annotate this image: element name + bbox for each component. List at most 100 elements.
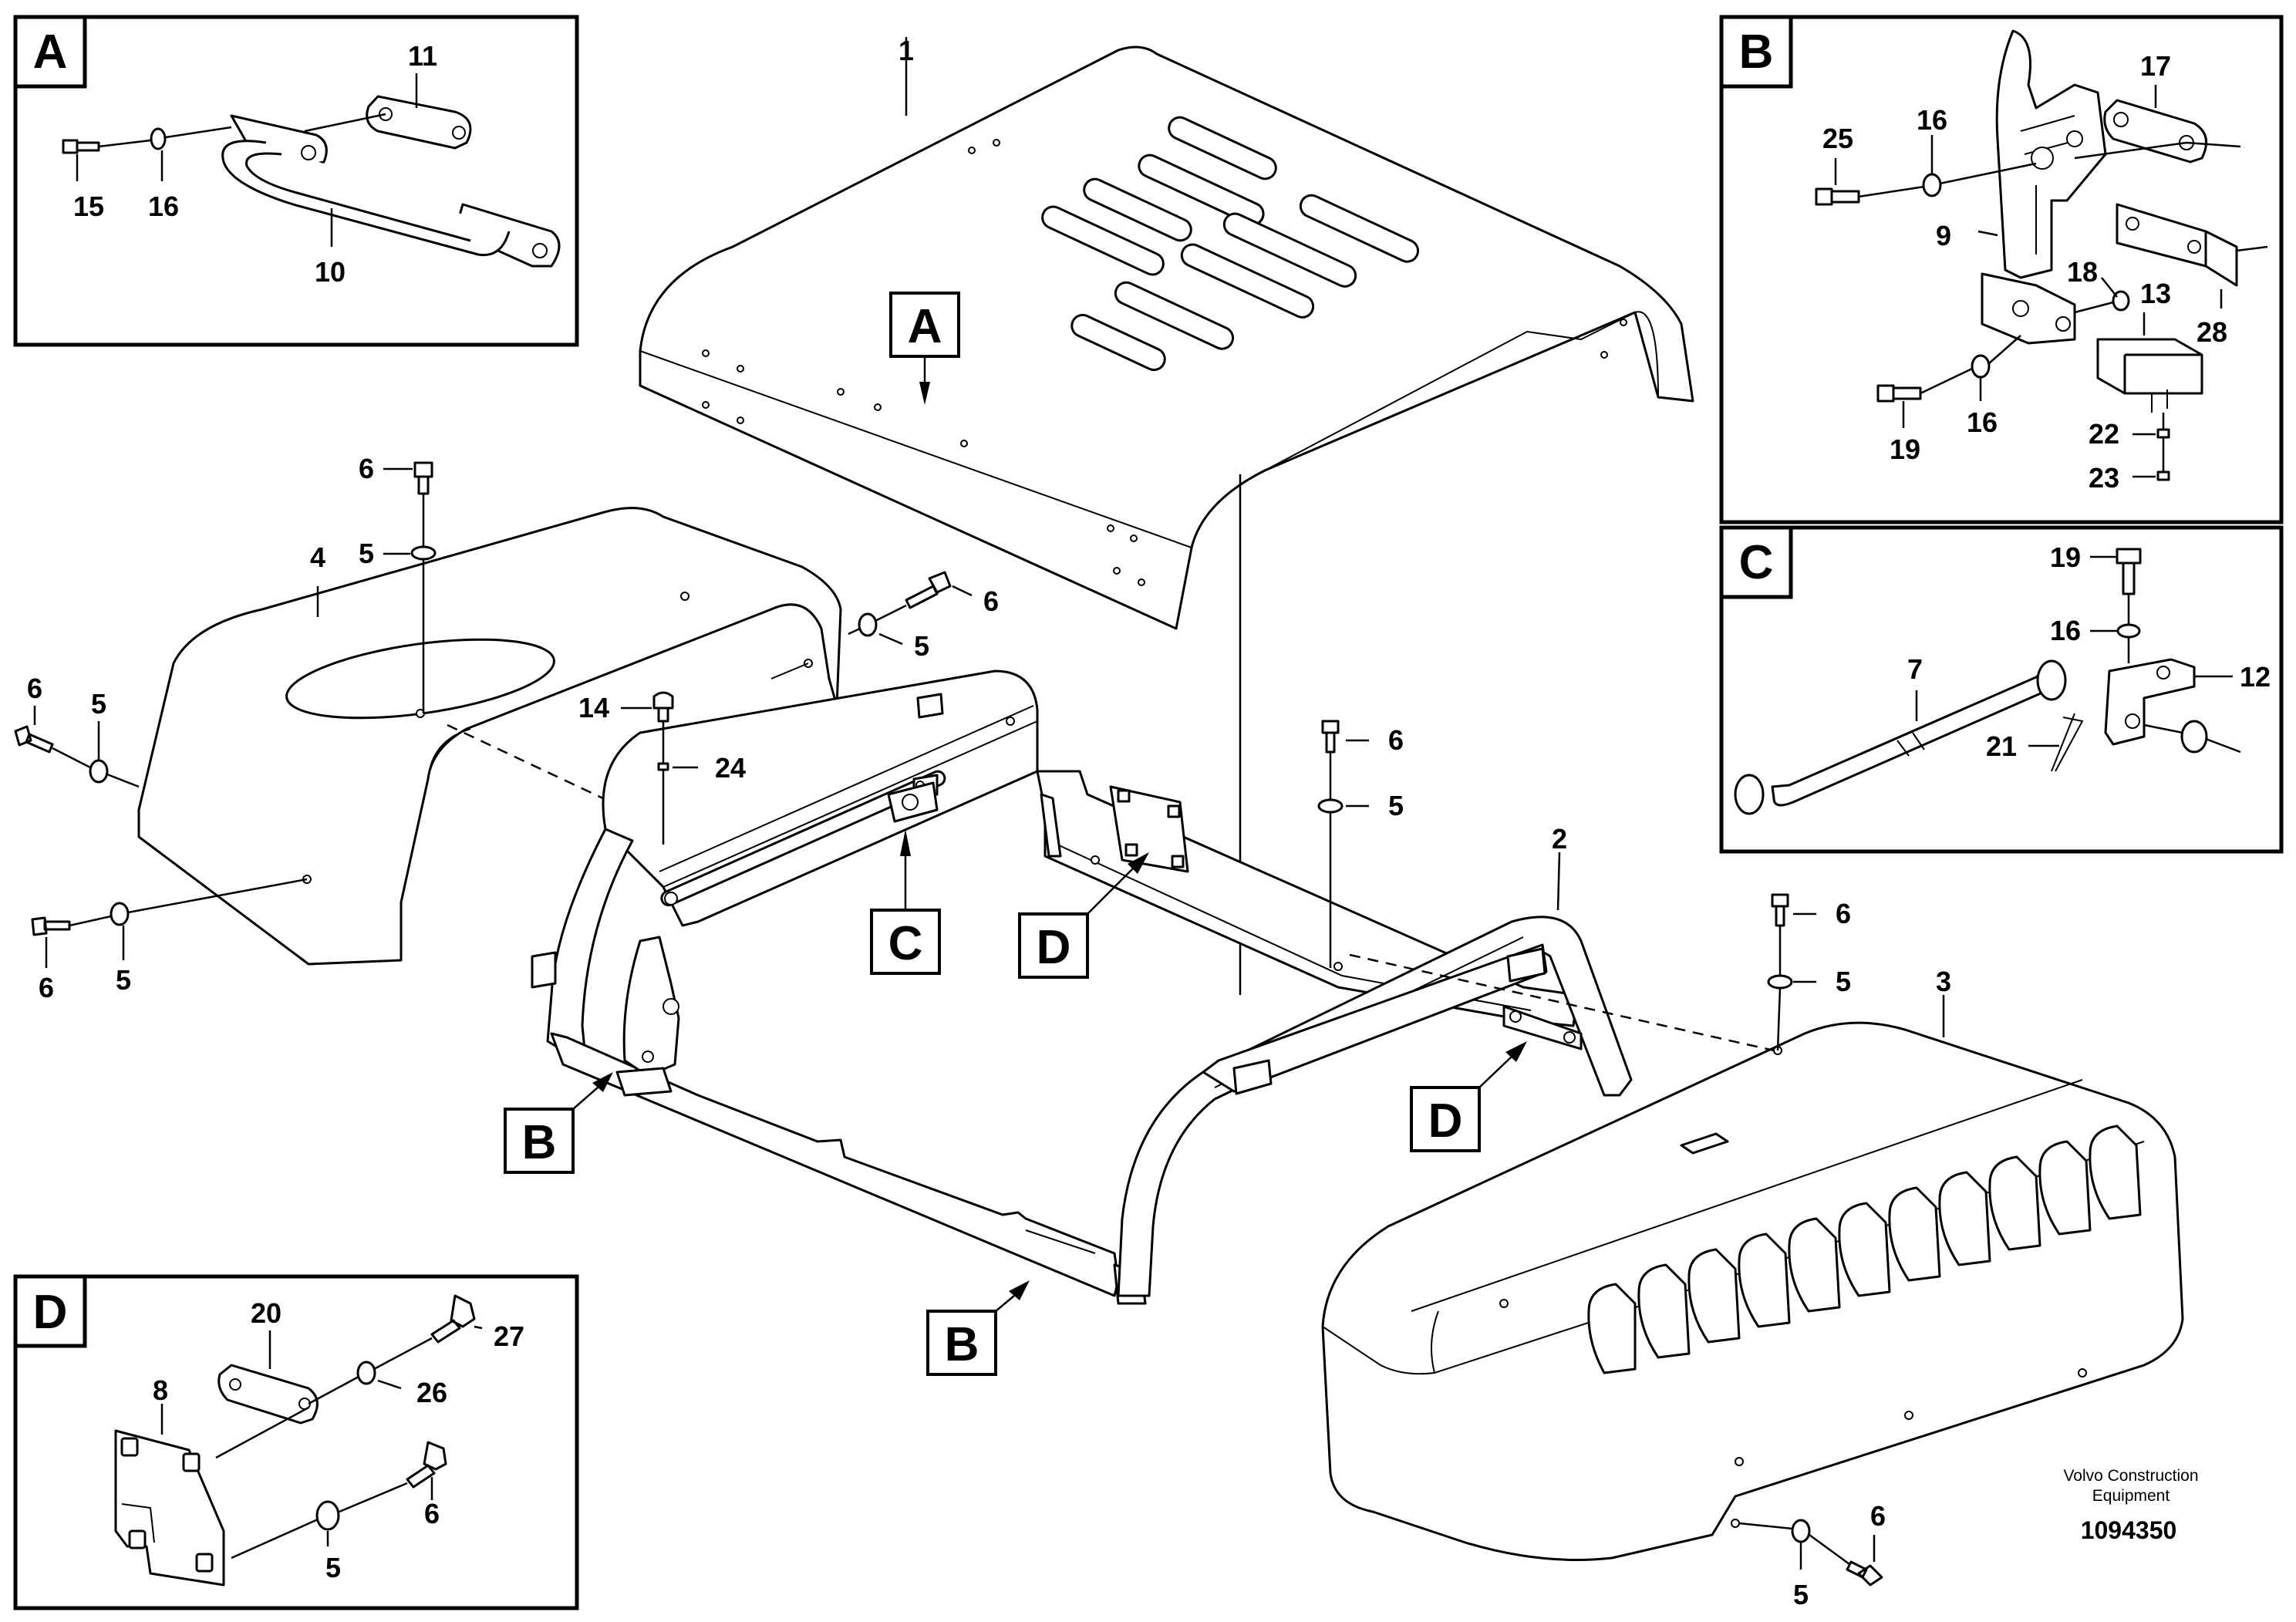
washer-part: [2180, 720, 2208, 754]
callout-b-17: 17: [2140, 50, 2171, 82]
callout-b-25: 25: [1822, 123, 1853, 154]
svg-text:B: B: [522, 1116, 557, 1169]
washer-part: [150, 127, 167, 150]
bolt-part: [1876, 384, 1922, 403]
callout-1: 1: [899, 35, 914, 66]
inset-c-title: C: [1739, 536, 1774, 589]
callout-bolt-4a: 6: [359, 453, 374, 484]
callout-a-15: 15: [73, 191, 104, 222]
svg-text:A: A: [908, 300, 942, 353]
bolt-part: [62, 139, 100, 154]
washer-part: [1922, 173, 1942, 197]
inset-c: C 19 16 7 12 21: [1719, 525, 2284, 854]
view-marker-d2: D: [1410, 1041, 1527, 1152]
rear-grille-cover-part: [1321, 1021, 2184, 1561]
washer-part: [1971, 354, 1991, 379]
inset-d: D 20 27 8 26 6 5: [13, 1274, 579, 1610]
inset-a-title: A: [33, 25, 68, 79]
inset-a: A 11 15 16 10: [13, 15, 579, 347]
callout-washer-4c: 5: [91, 688, 106, 720]
callout-a-11: 11: [408, 40, 437, 72]
view-marker-b2: B: [926, 1280, 1030, 1376]
side-cover-left-part: [137, 507, 842, 966]
inset-b: B: [1719, 15, 2284, 524]
support-frame-part: [531, 669, 1633, 1305]
nut-part: [2156, 470, 2170, 481]
bolt-part: [406, 1441, 447, 1489]
callout-b-19: 19: [1890, 433, 1920, 465]
callout-washer-4a: 5: [359, 538, 374, 569]
callout-bolt-4d: 6: [39, 972, 54, 1003]
svg-text:D: D: [1428, 1094, 1463, 1148]
grab-handle-part: [221, 114, 561, 268]
callout-d-20: 20: [251, 1297, 282, 1329]
callout-bolt-4b: 6: [983, 585, 999, 617]
callout-washer-3a: 5: [1836, 966, 1851, 997]
callout-d-8: 8: [153, 1374, 168, 1406]
callout-d-6: 6: [424, 1498, 440, 1529]
callout-bolt-3b: 6: [1870, 1500, 1886, 1532]
callout-2: 2: [1552, 823, 1567, 855]
callout-washer-4d: 5: [116, 964, 131, 996]
callout-c-7: 7: [1907, 653, 1923, 685]
callout-washer-3b: 5: [1793, 1579, 1809, 1610]
callout-bolt-4c: 6: [27, 673, 42, 704]
publisher-credit-line1: Volvo Construction: [2063, 1467, 2198, 1485]
callout-b-22: 22: [2089, 418, 2119, 450]
callout-b-23: 23: [2089, 462, 2119, 494]
callout-screw-14: 14: [578, 692, 609, 723]
callout-washer-24: 24: [715, 752, 746, 784]
callout-c-21: 21: [1986, 730, 2017, 762]
bolt-part: [430, 1294, 476, 1344]
main-callouts: 1 2 3 4 6 5 6 5 6 5 6 5 14 24 6 5 6 5 6 …: [27, 35, 1951, 1610]
washer-part: [2116, 623, 2141, 639]
plate-part: [366, 95, 472, 150]
washer-part: [356, 1361, 376, 1385]
view-marker-d1: D: [1018, 852, 1149, 979]
inset-b-title: B: [1739, 25, 1774, 79]
callout-4: 4: [310, 541, 325, 573]
callout-bolt-3a: 6: [1836, 898, 1851, 929]
callout-c-16: 16: [2050, 615, 2081, 646]
document-number: 1094350: [2081, 1516, 2177, 1544]
callout-washer-4b: 5: [914, 630, 929, 662]
svg-text:B: B: [945, 1318, 979, 1371]
callout-c-12: 12: [2240, 661, 2271, 693]
bolt-part: [2116, 548, 2142, 595]
fasteners-14-24: [621, 691, 698, 845]
callout-a-10: 10: [315, 256, 346, 288]
callout-b-28: 28: [2197, 316, 2227, 348]
callout-washer-c1: 5: [1388, 790, 1404, 821]
washer-part: [2156, 428, 2170, 439]
publisher-credit-line2: Equipment: [2092, 1487, 2170, 1505]
inset-d-title: D: [33, 1286, 68, 1339]
callout-d-26: 26: [416, 1377, 447, 1408]
fasteners-back-rail: [1317, 720, 1369, 968]
washer-part: [315, 1500, 340, 1531]
support-rod-part: [1771, 669, 2049, 807]
callout-a-16: 16: [148, 191, 179, 222]
view-marker-b1: B: [504, 1072, 613, 1174]
grille-slots: [1587, 1125, 2142, 1374]
latch-part: [1981, 29, 2107, 345]
svg-text:C: C: [888, 917, 923, 970]
callout-3: 3: [1936, 966, 1951, 997]
fasteners-cover-3: [1738, 893, 1883, 1587]
fasteners-cover-4: [14, 461, 973, 968]
callout-b-16b: 16: [1967, 406, 1998, 438]
callout-b-9: 9: [1936, 220, 1951, 251]
callout-bolt-c1: 6: [1388, 724, 1404, 756]
callout-d-5: 5: [325, 1552, 341, 1583]
bolt-part: [1815, 187, 1860, 206]
plate-part: [217, 1364, 319, 1425]
svg-text:D: D: [1037, 921, 1071, 974]
bracket-part: [2116, 203, 2238, 287]
view-marker-c: C: [870, 829, 941, 975]
callout-b-13: 13: [2140, 278, 2171, 309]
callout-d-27: 27: [494, 1320, 524, 1352]
rubber-stop-part: [2096, 338, 2203, 395]
callout-b-18: 18: [2067, 256, 2098, 288]
callout-c-19: 19: [2050, 541, 2081, 573]
callout-b-16a: 16: [1917, 104, 1947, 136]
